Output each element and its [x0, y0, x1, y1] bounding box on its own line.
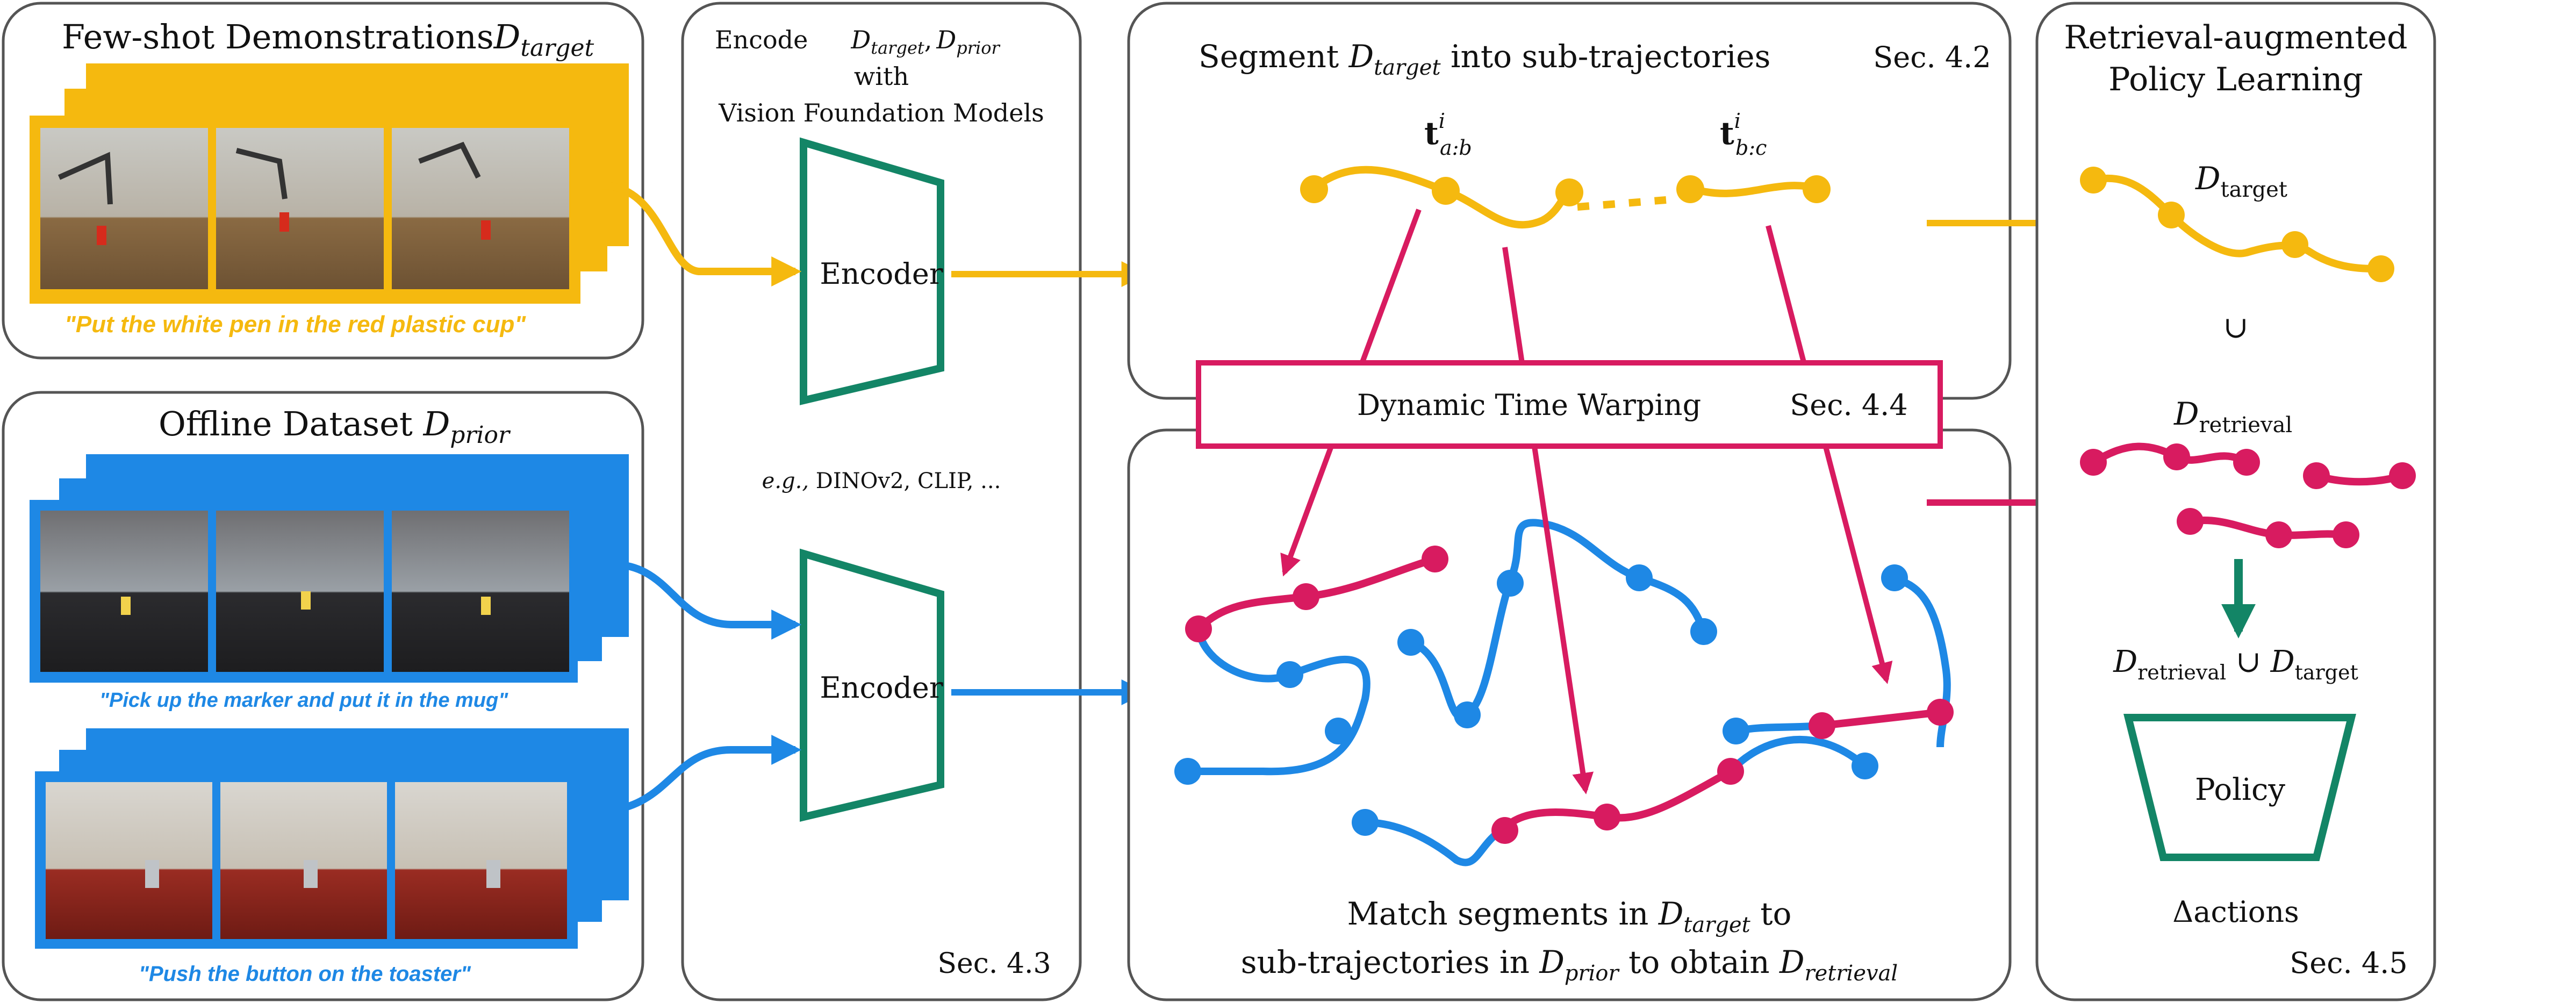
frame-thumbnail — [392, 511, 569, 672]
trajectory-node — [1809, 712, 1835, 739]
policy-title-2: Policy Learning — [2108, 61, 2363, 98]
dtw-label: Dynamic Time Warping — [1357, 388, 1701, 422]
trajectory-node — [1927, 699, 1954, 726]
offline-title: Offline Dataset Dprior — [159, 404, 511, 449]
trajectory-node — [2163, 443, 2190, 470]
trajectory-node — [1676, 175, 1704, 203]
encode-line3: Vision Foundation Models — [718, 98, 1044, 127]
trajectory-node — [1276, 661, 1303, 688]
encode-line2: with — [854, 62, 909, 91]
trajectory-node — [2080, 167, 2107, 194]
encoder-prior-label: Encoder — [820, 671, 943, 705]
policy-title-1: Retrieval-augmented — [2064, 19, 2407, 56]
trajectory-node — [1432, 177, 1460, 205]
encoder-target-label: Encoder — [820, 257, 943, 291]
trajectory-node — [2265, 521, 2292, 548]
few-shot-frame-stack — [30, 63, 629, 304]
d-retrieval-label: Dretrieval — [2173, 396, 2292, 438]
trajectory-node — [1174, 758, 1201, 785]
few-shot-instruction: "Put the white pen in the red plastic cu… — [64, 311, 526, 338]
segment-section: Sec. 4.2 — [1873, 40, 1991, 74]
actions-label: Δactions — [2172, 895, 2299, 929]
segment-title: Segment Dtarget into sub-trajectories — [1199, 38, 1770, 80]
d-target-label: Dtarget — [2195, 160, 2287, 202]
trajectory-node — [1723, 718, 1749, 744]
trajectory-node — [2158, 202, 2185, 228]
prior-instruction-1: "Pick up the marker and put it in the mu… — [99, 689, 508, 712]
policy-shape — [2123, 714, 2356, 861]
trajectory-node — [1594, 804, 1620, 830]
frame-thumbnail — [40, 511, 208, 672]
match-line2: sub-trajectories in Dprior to obtain Dre… — [1241, 944, 1898, 986]
frame-thumbnail — [40, 128, 208, 289]
policy-panel: Retrieval-augmented Policy Learning Dtar… — [2035, 2, 2436, 1001]
frame-thumbnail — [216, 511, 384, 672]
trajectory-node — [1300, 175, 1328, 203]
target-to-encoder-arrow — [601, 182, 802, 286]
trajectory-node — [1454, 701, 1481, 728]
union-symbol: ∪ — [2223, 310, 2249, 345]
prior-frame-stack-2 — [35, 728, 629, 949]
match-line1: Match segments in Dtarget to — [1347, 895, 1792, 937]
trajectory-node — [2281, 231, 2308, 258]
prior1-to-encoder-arrow — [601, 560, 802, 640]
dtw-box: Dynamic Time Warping Sec. 4.4 — [1196, 360, 1943, 449]
prior-instruction-2: "Push the button on the toaster" — [139, 962, 471, 986]
encode-section: Sec. 4.3 — [937, 948, 1051, 980]
encoder-prior-shape — [800, 548, 944, 822]
trajectory-node — [1626, 564, 1653, 591]
frame-thumbnail — [46, 782, 212, 939]
trajectory-node — [2333, 521, 2359, 548]
trajectory-node — [2233, 449, 2260, 476]
policy-target-trajectory — [2092, 174, 2376, 273]
segment-panel: Segment Dtarget into sub-trajectories Se… — [1127, 2, 2012, 400]
policy-section: Sec. 4.5 — [2290, 946, 2407, 980]
trajectory-node — [2389, 462, 2416, 489]
trajectory-node — [2080, 449, 2107, 476]
trajectory-node — [1185, 615, 1212, 642]
trajectory-node — [1690, 618, 1717, 645]
frame-thumbnail — [395, 782, 567, 939]
trajectory-node — [2303, 462, 2330, 489]
prior2-to-encoder-arrow — [601, 735, 802, 815]
dtw-section: Sec. 4.4 — [1790, 388, 1907, 422]
target-trajectory-1 — [1311, 166, 1572, 229]
trajectory-node — [1717, 758, 1744, 785]
few-shot-panel: Few-shot DemonstrationsDtarget "Put the … — [2, 2, 644, 360]
prior-frame-stack-1 — [30, 454, 629, 683]
policy-label: Policy — [2195, 772, 2285, 807]
trajectory-node — [1397, 629, 1424, 656]
few-shot-title: Few-shot DemonstrationsDtarget — [62, 17, 594, 62]
target-trajectory-2 — [1689, 182, 1818, 197]
trajectory-node — [1491, 817, 1518, 844]
trajectory-node — [1422, 546, 1448, 572]
trajectory-node — [1352, 809, 1379, 836]
frame-thumbnail — [392, 128, 569, 289]
trajectory-node — [1555, 178, 1583, 206]
encoder-examples: e.g., DINOv2, CLIP, ... — [762, 469, 1001, 493]
match-panel: Match segments in Dtarget to sub-traject… — [1127, 428, 2012, 1001]
offline-dataset-panel: Offline Dataset Dprior "Pick up the mark… — [2, 391, 644, 1001]
trajectory-node — [2177, 508, 2204, 535]
trajectory-node — [1803, 175, 1831, 203]
trajectory-node — [1881, 564, 1908, 591]
trajectory-node — [1497, 570, 1524, 597]
trajectory-node — [2367, 255, 2394, 282]
combined-dataset-label: Dretrieval ∪ Dtarget — [2113, 644, 2358, 684]
trajectory-node — [1325, 718, 1352, 744]
encoder-target-shape — [800, 137, 944, 405]
trajectory-node — [1293, 583, 1319, 610]
trajectory-node — [1852, 753, 1878, 779]
